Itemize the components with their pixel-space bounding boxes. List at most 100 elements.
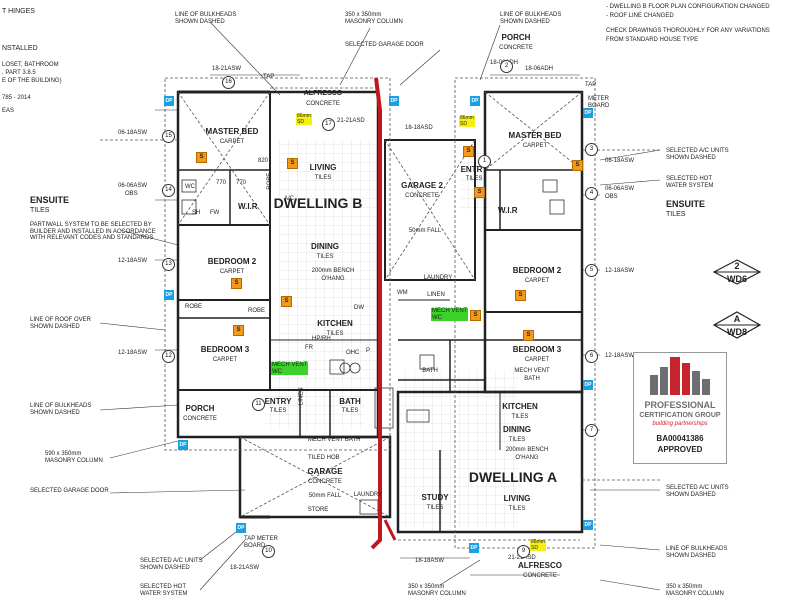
grid-tag: 4	[585, 187, 598, 200]
dim-label-2: 21-21ASD	[337, 118, 365, 124]
fixture-label-ohc: OHC	[346, 350, 360, 356]
dim-label-12: 12-18ASW	[605, 268, 635, 274]
section-marker-ref: WD6	[727, 274, 747, 284]
fixture-label-linen: LINEN	[298, 387, 305, 406]
label-master-bed-b: MASTER BED	[205, 127, 259, 136]
dim-label-4: 06-06ASW	[118, 183, 148, 189]
note-right-2: - ROOF LINE CHANGED	[606, 13, 674, 19]
downpipe-marker: DP	[583, 108, 593, 118]
downpipe-marker: DP	[389, 96, 399, 106]
fixture-label-wc: WC	[185, 184, 195, 190]
label-bedroom3-a-finish: CARPET	[524, 357, 550, 363]
label-dining-a-finish: TILES	[508, 437, 526, 443]
certification-logo-icon	[650, 357, 710, 395]
dim-label-6: 12-18ASW	[118, 350, 148, 356]
label-living-a: LIVING	[503, 494, 531, 503]
dim-label-3: 06-18ASW	[118, 130, 148, 136]
label-bath-b-finish: TILES	[341, 408, 359, 414]
label-kitchen-a: KITCHEN	[502, 402, 538, 411]
downpipe-marker: DP	[469, 543, 479, 553]
smoke-alarm-badge: S	[233, 325, 244, 336]
label-dining-b: DINING	[311, 242, 339, 251]
tiled-zone-living-b	[278, 140, 378, 340]
fixture-label-tap: TAP	[585, 82, 597, 88]
smoke-alarm-badge: S	[231, 278, 242, 289]
tiled-zone-kitchen-a	[398, 370, 518, 530]
smoke-alarm-badge: S	[523, 330, 534, 341]
fixture-label-770: 770	[236, 180, 247, 186]
cert-status: APPROVED	[657, 445, 703, 454]
cert-name-line1: PROFESSIONAL	[644, 400, 716, 410]
grid-tag: 5	[585, 264, 598, 277]
fixture-label-ac: A/C	[284, 196, 295, 202]
label-garage2-a: GARAGE 2	[401, 181, 443, 190]
note-left-7: EAS	[2, 108, 15, 114]
label-fall-a: 50mm FALL	[408, 228, 442, 234]
note-left-4: , PART 3.8.5	[2, 70, 36, 76]
label-alfresco-b-finish: CONCRETE	[306, 101, 340, 107]
grid-tag: 17	[322, 118, 335, 131]
label-laundry-b: LAUNDRY	[353, 492, 383, 498]
grid-tag: 6	[585, 350, 598, 363]
label-porch-a-finish: CONCRETE	[499, 45, 533, 51]
label-porch-b: PORCH	[185, 404, 215, 413]
label-bench-a-ohang: O'HANG	[515, 455, 539, 461]
smoke-alarm-badge: S	[515, 290, 526, 301]
label-entry-b: ENTRY	[264, 397, 292, 406]
label-alfresco-a: ALFRESCO	[518, 561, 562, 570]
tiled-zone-entry-b	[265, 390, 365, 430]
dim-label-11: 06-06ASW	[605, 186, 635, 192]
label-kitchen-a-finish: TILES	[511, 414, 529, 420]
label-dwelling-b: DWELLING B	[273, 195, 363, 211]
label-bedroom2-b-finish: CARPET	[219, 269, 245, 275]
label-master-bed-b-finish: CARPET	[219, 139, 245, 145]
certification-stamp: PROFESSIONAL CERTIFICATION GROUP buildin…	[633, 352, 727, 464]
fixture-label-sh: SH	[192, 210, 201, 216]
label-bath-a: BATH	[422, 368, 438, 374]
label-dining-a: DINING	[503, 425, 531, 434]
grid-tag: 7	[585, 424, 598, 437]
dim-label-10: 06-18ASW	[605, 158, 635, 164]
cert-name-line2: CERTIFICATION GROUP	[639, 412, 721, 419]
label-ensuite-a-finish: TILES	[666, 211, 686, 218]
smoke-alarm-badge: S	[470, 310, 481, 321]
label-master-bed-a: MASTER BED	[508, 131, 562, 140]
fixture-label-robe: ROBE	[185, 304, 203, 310]
label-fall-b: 50mm FALL	[308, 493, 342, 499]
grid-tag: 15	[162, 130, 175, 143]
label-kitchen-b: KITCHEN	[317, 319, 353, 328]
note-left-6: 785 - 2014	[2, 95, 31, 101]
fixture-label-robe: ROBE	[267, 172, 274, 190]
label-laundry-a: LAUNDRY	[423, 275, 453, 281]
fixture-label-dw: DW	[354, 305, 364, 311]
grid-tag: 10	[262, 545, 275, 558]
label-alfresco-a-finish: CONCRETE	[523, 573, 557, 579]
note-right-4: FROM STANDARD HOUSE TYPE	[606, 37, 699, 43]
note-right-1: - DWELLING B FLOOR PLAN CONFIGURATION CH…	[606, 4, 770, 10]
label-bedroom2-a-finish: CARPET	[524, 278, 550, 284]
grid-tag: 12	[162, 350, 175, 363]
callout-garage-door-left: SELECTED GARAGE DOOR	[30, 488, 109, 494]
fixture-label-tap: TAP	[263, 74, 275, 80]
label-store-b: STORE	[307, 507, 329, 513]
label-bench-b-ohang: O'HANG	[321, 276, 345, 282]
fixture-label-wm: WM	[397, 290, 408, 296]
downpipe-marker: DP	[164, 96, 174, 106]
section-marker-ref: WD8	[727, 327, 747, 337]
label-bench-a: 200mm BENCH	[505, 447, 549, 453]
smoke-alarm-badge: S	[474, 187, 485, 198]
label-ensuite-a: ENSUITE	[666, 199, 706, 209]
label-bath-b: BATH	[339, 397, 361, 406]
label-porch-a: PORCH	[501, 33, 531, 42]
callout-garage-door-top: SELECTED GARAGE DOOR	[345, 42, 424, 48]
